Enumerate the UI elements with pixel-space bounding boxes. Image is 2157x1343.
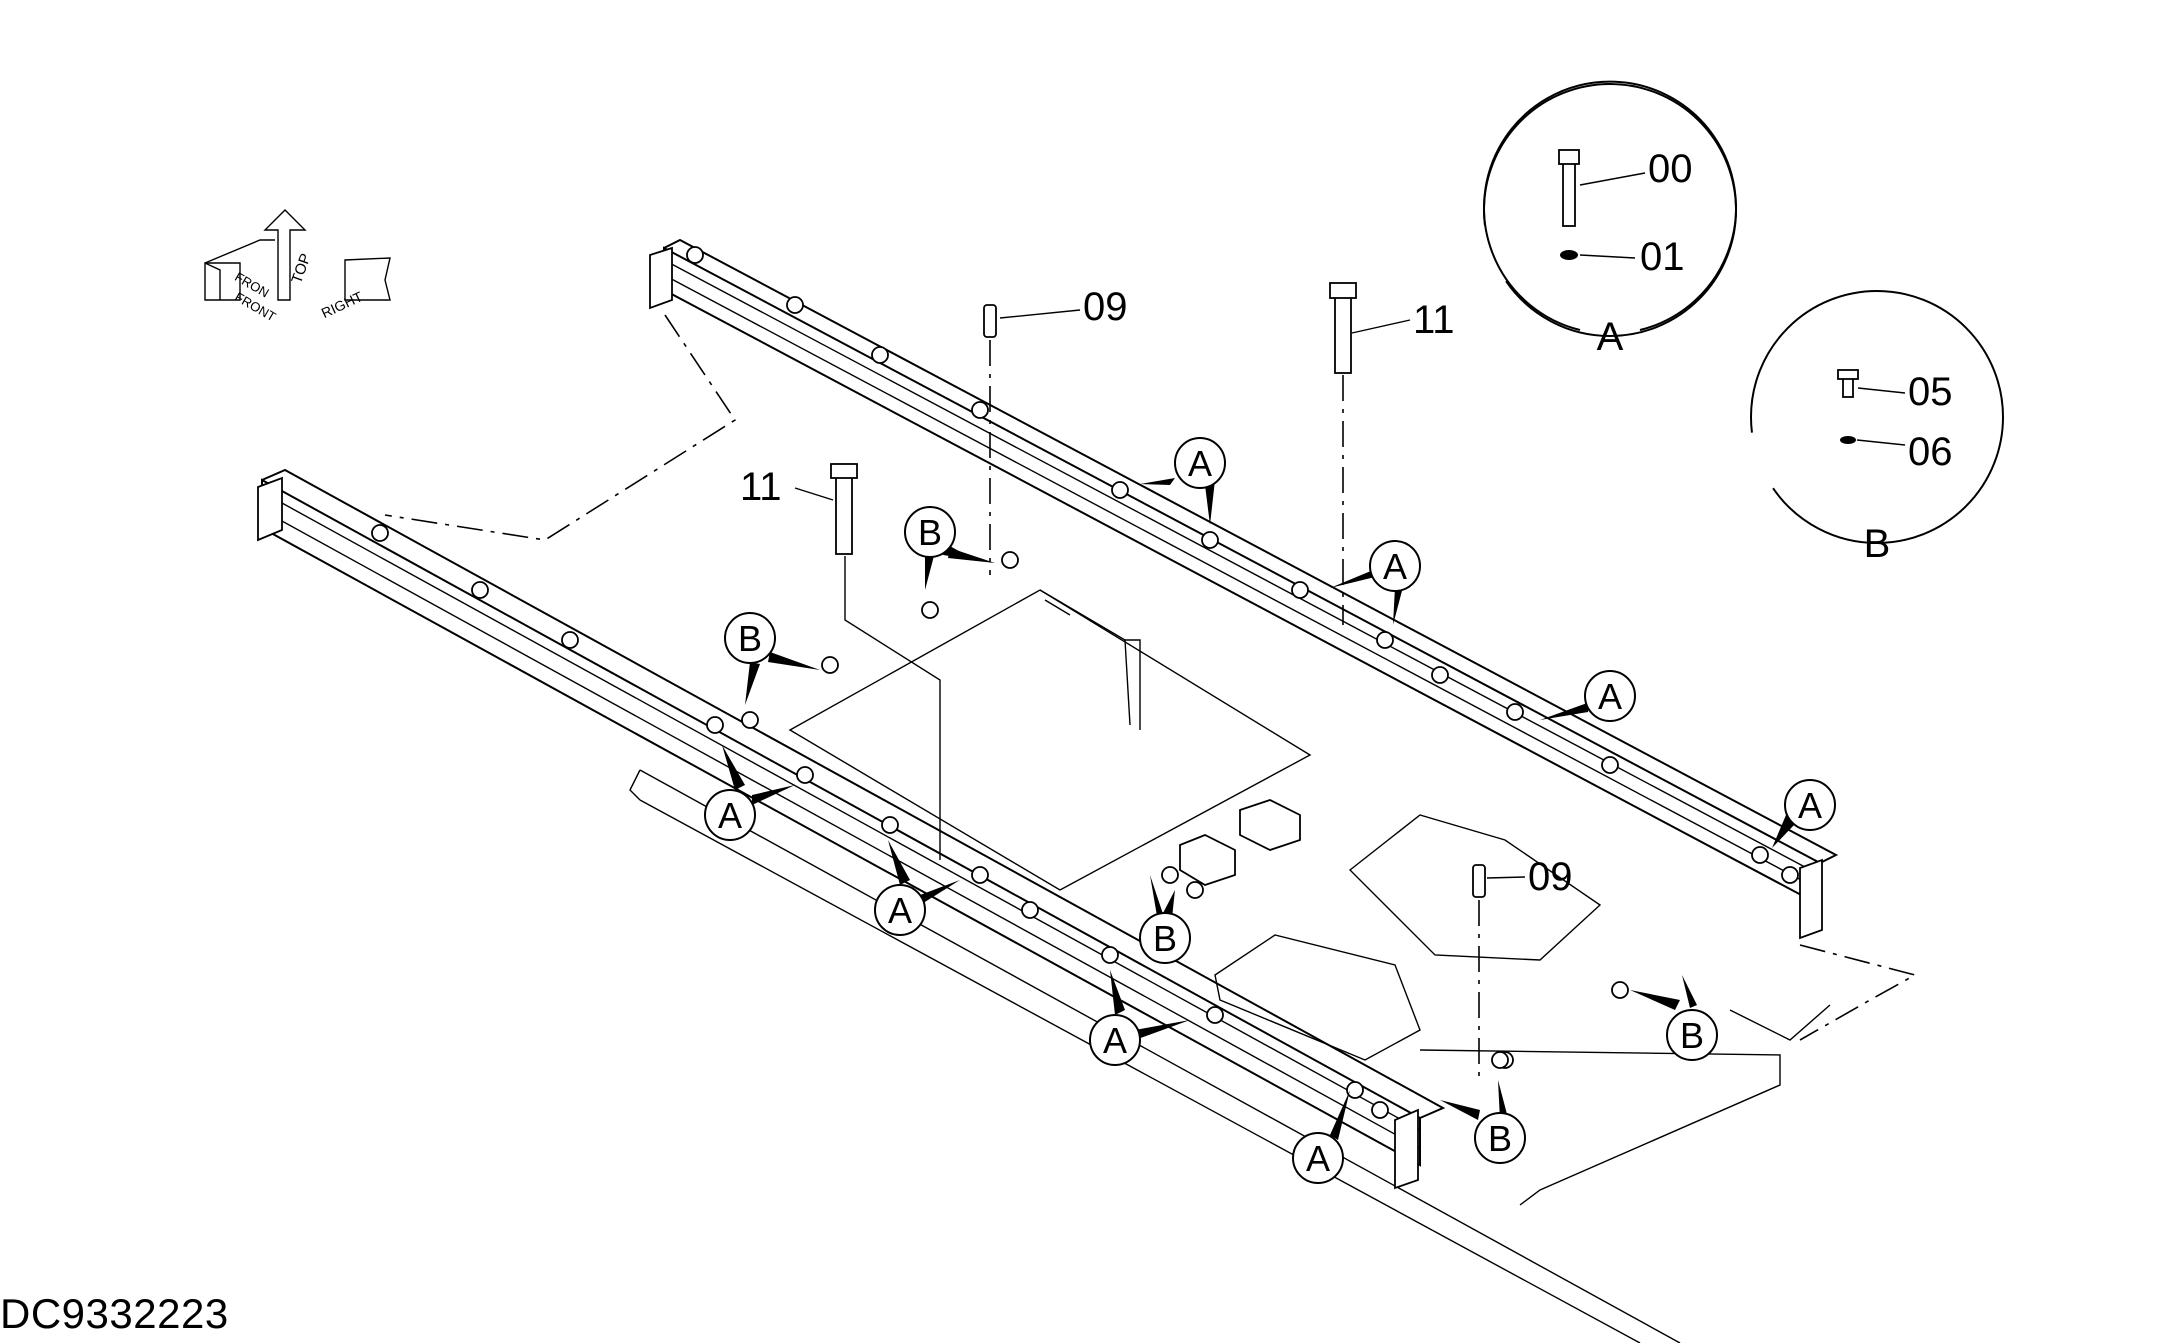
callout-a (1369, 540, 1421, 592)
callout-a (1089, 1014, 1141, 1066)
washer-01 (1560, 250, 1578, 260)
svg-text:A: A (1188, 443, 1212, 484)
svg-text:A: A (1306, 1138, 1330, 1179)
svg-text:B: B (738, 618, 762, 659)
svg-text:B: B (1488, 1118, 1512, 1159)
callout-b (904, 506, 956, 558)
part-label-11-upper: 11 (1413, 298, 1455, 342)
bolt-00 (1562, 159, 1576, 227)
callout-a (874, 884, 926, 936)
callout-a (704, 789, 756, 841)
svg-text:A: A (1598, 676, 1622, 717)
pin-09-lower (1472, 864, 1486, 898)
part-label-01: 01 (1640, 235, 1685, 279)
frame-outline (257, 238, 1918, 1343)
callouts: A A A A A A A A B (704, 437, 1836, 1184)
callout-a (1174, 437, 1226, 489)
callout-a (1292, 1132, 1344, 1184)
detail-b-label: B (1864, 522, 1891, 566)
pin-09-upper (983, 304, 997, 338)
orientation-symbol: TOP FRON FRONT RIGHT (204, 209, 391, 325)
svg-text:B: B (918, 512, 942, 553)
fasteners (830, 282, 1486, 1080)
part-label-09-lower: 09 (1528, 855, 1573, 899)
part-label-09-upper: 09 (1083, 285, 1128, 329)
part-label-00: 00 (1648, 147, 1693, 191)
callout-a (1784, 779, 1836, 831)
svg-text:A: A (1798, 785, 1822, 826)
svg-text:A: A (888, 890, 912, 931)
detail-a: A 00 01 (1483, 80, 1737, 359)
callout-a (1584, 670, 1636, 722)
part-labels: 09 11 11 09 (740, 285, 1573, 899)
document-code: DC9332223 (0, 1290, 229, 1337)
svg-text:B: B (1153, 918, 1177, 959)
bolt-heads (371, 246, 1799, 1119)
orientation-right-label: RIGHT (319, 288, 366, 321)
detail-a-label: A (1597, 315, 1624, 359)
part-label-06: 06 (1908, 430, 1953, 474)
callout-b (1666, 1009, 1718, 1061)
callout-b (1474, 1112, 1526, 1164)
washer-06 (1840, 436, 1856, 444)
callout-b (1139, 912, 1191, 964)
part-label-05: 05 (1908, 370, 1953, 414)
svg-text:A: A (1383, 546, 1407, 587)
detail-b: B 05 06 (1750, 290, 2004, 566)
svg-text:A: A (718, 795, 742, 836)
svg-text:A: A (1103, 1020, 1127, 1061)
part-label-11-lower: 11 (740, 465, 782, 509)
orientation-top-label: TOP (288, 251, 314, 286)
svg-text:B: B (1680, 1015, 1704, 1056)
callout-b (724, 612, 776, 664)
bolt-11-lower (835, 467, 853, 555)
